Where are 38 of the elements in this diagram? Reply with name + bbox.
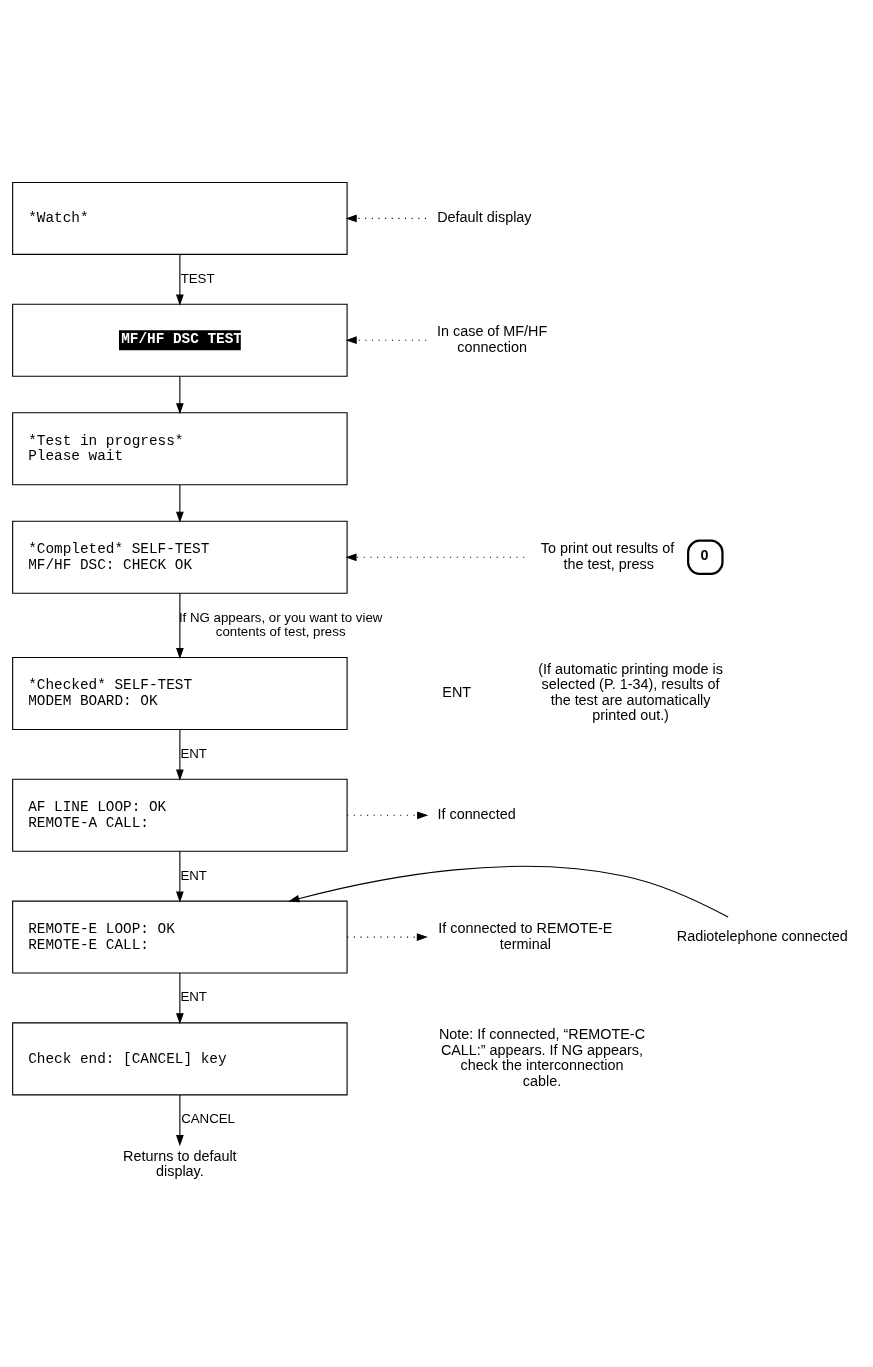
arrow — [176, 1094, 184, 1147]
node-box: *Checked* SELF-TEST MODEM BOARD: OK — [12, 656, 348, 730]
arrow — [176, 728, 184, 781]
arrow — [176, 593, 184, 660]
node-text: Radiotelephone connected — [676, 927, 848, 944]
node-box: *Completed* SELF-TEST MF/HF DSC: CHECK OK — [12, 520, 348, 594]
node-box: Check end: [CANCEL] key — [12, 1022, 348, 1096]
arrow — [345, 336, 427, 345]
arrow — [346, 933, 428, 941]
edge-label: ENT — [180, 867, 207, 883]
node-text: Default display — [437, 209, 532, 226]
node-label: To print out results of the test, press — [540, 540, 675, 572]
label: ENT — [442, 684, 472, 701]
arrow — [176, 850, 184, 903]
arrow — [176, 972, 184, 1025]
label: (If automatic printing mode is selected (P. 1-34), results of the test are automatically printed out.) — [538, 660, 723, 724]
edge-label: ENT — [180, 745, 207, 761]
node-box: *Watch* — [12, 181, 348, 255]
node-box: MF/HF DSC TEST — [12, 303, 348, 377]
node-box: *Test in progress* Please wait — [12, 412, 348, 486]
arrow — [176, 484, 184, 523]
node-box: AF LINE LOOP: OK REMOTE-A CALL: — [12, 778, 348, 852]
arrow — [176, 375, 184, 415]
node-text: Returns to default display. — [123, 1147, 237, 1180]
node-box: REMOTE-E LOOP: OK REMOTE-E CALL: — [12, 900, 348, 974]
edge-label: If NG appears, or you want to view contents of test, press — [178, 609, 383, 639]
arrow — [345, 553, 525, 562]
node-text: If connected to REMOTE-E terminal — [438, 920, 613, 952]
edge-label: TEST — [180, 270, 215, 286]
node-text: In case of MF/HF connection — [437, 323, 548, 355]
arrow — [176, 253, 184, 306]
arrow — [288, 865, 729, 918]
edge-label: CANCEL — [181, 1111, 236, 1127]
arrow — [345, 214, 427, 223]
label: Note: If connected, “REMOTE-C CALL:” appears. If NG appears, check the interconnection cable. — [438, 1026, 646, 1089]
node-text: If connected — [437, 806, 516, 823]
arrow — [346, 811, 429, 820]
edge-label: ENT — [180, 989, 207, 1005]
